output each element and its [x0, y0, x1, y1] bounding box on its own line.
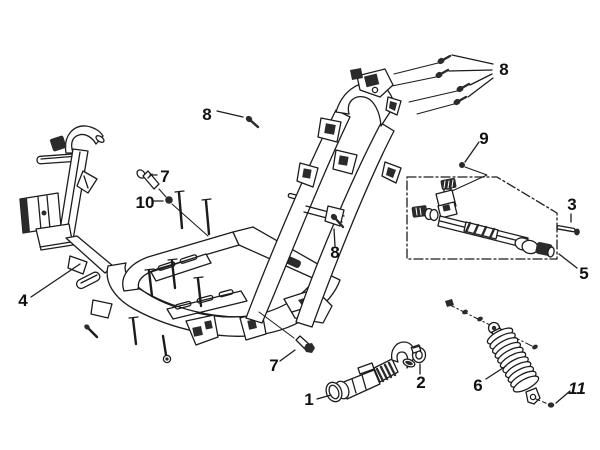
callout-4: 4: [18, 291, 28, 310]
callout-1: 1: [304, 390, 313, 409]
screw-8-left: [245, 115, 260, 129]
engine-hanger-assembly: [406, 176, 558, 260]
callout-5: 5: [579, 264, 588, 283]
leader-8-left: [216, 110, 244, 118]
leader-11: [555, 390, 571, 404]
long-bolt-part-3: [556, 225, 580, 236]
callout-labels: 1 2 3 4 5 6 7 7 8 8 8 9 10 11: [18, 60, 588, 409]
callout-2: 2: [416, 373, 425, 392]
leader-4: [30, 263, 81, 298]
leader-8-mid: [333, 228, 336, 247]
callout-10: 10: [136, 193, 155, 212]
leader-8-a: [451, 54, 494, 65]
bolt-7-lower: [258, 311, 315, 353]
shock-absorber-part: [445, 299, 555, 408]
washer-dot-10: [165, 196, 173, 204]
leader-8-b: [448, 69, 493, 72]
callout-9: 9: [479, 129, 488, 148]
callout-7-lower: 7: [269, 356, 278, 375]
leader-6: [485, 365, 507, 380]
leader-1: [316, 394, 332, 400]
intake-duct-part: [325, 341, 416, 403]
screw-8-top-c: [456, 82, 471, 93]
clamp-part: [410, 344, 427, 364]
frame-steering-column: [19, 125, 114, 275]
coil-spring: [486, 327, 540, 393]
washer-dot-9: [459, 162, 465, 168]
callout-8-left: 8: [202, 105, 211, 124]
leader-7-lower: [279, 349, 296, 362]
callout-6: 6: [473, 376, 482, 395]
screw-8-top-b: [435, 68, 450, 79]
callout-3: 3: [567, 195, 576, 214]
leader-5: [558, 253, 578, 269]
screw-8-mid: [330, 213, 345, 229]
callout-8-top-right: 8: [499, 60, 508, 79]
bolts-and-washers: [136, 162, 488, 353]
leader-lines: [30, 54, 578, 404]
screws-part-8: [245, 54, 471, 229]
frame-studs: [128, 190, 212, 346]
screw-8-top-d: [453, 95, 468, 106]
leader-8-d: [467, 77, 494, 98]
screw-8-top-a: [437, 54, 452, 65]
callout-7-upper: 7: [160, 167, 169, 186]
leader-8-c: [469, 73, 493, 86]
shock-nut-11: [547, 402, 555, 408]
leader-9: [464, 141, 480, 163]
callout-8-mid: 8: [330, 243, 339, 262]
bolt-7-upper: [136, 169, 160, 190]
callout-11: 11: [568, 379, 586, 398]
